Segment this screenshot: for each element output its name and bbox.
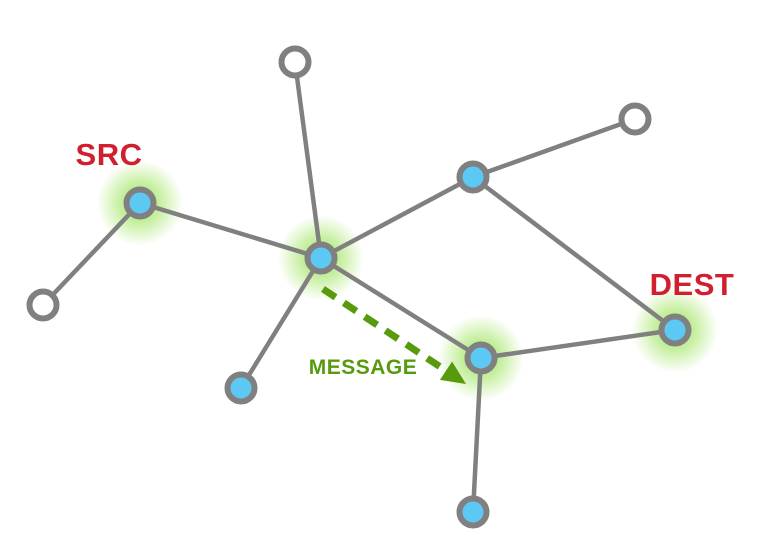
node-center: [304, 241, 338, 275]
message-label: MESSAGE: [308, 356, 418, 379]
edge-center-mid-bottom: [318, 255, 484, 361]
edge-mid-top-top-right: [470, 116, 638, 180]
edge-center-bottom-left: [238, 255, 324, 391]
src-label: SRC: [75, 137, 143, 172]
node-bottom-left: [224, 371, 258, 405]
edge-mid-bottom-bottom: [470, 355, 484, 515]
node-top-right: [618, 102, 652, 136]
edge-mid-top-dest: [470, 174, 678, 333]
edge-mid-bottom-dest: [478, 327, 678, 361]
dest-label: DEST: [649, 267, 735, 302]
node-top: [278, 45, 312, 79]
edge-top-center: [292, 59, 324, 261]
node-dest: [658, 313, 692, 347]
node-src: [123, 186, 157, 220]
node-mid-top: [456, 160, 490, 194]
edge-src-left: [40, 200, 143, 308]
edge-center-mid-top: [318, 174, 476, 261]
node-mid-bottom: [464, 341, 498, 375]
message-arrow-shaft: [321, 286, 452, 377]
node-bottom: [456, 495, 490, 529]
node-left: [26, 288, 60, 322]
edge-src-center: [137, 200, 324, 261]
message-arrow-head: [439, 361, 466, 384]
